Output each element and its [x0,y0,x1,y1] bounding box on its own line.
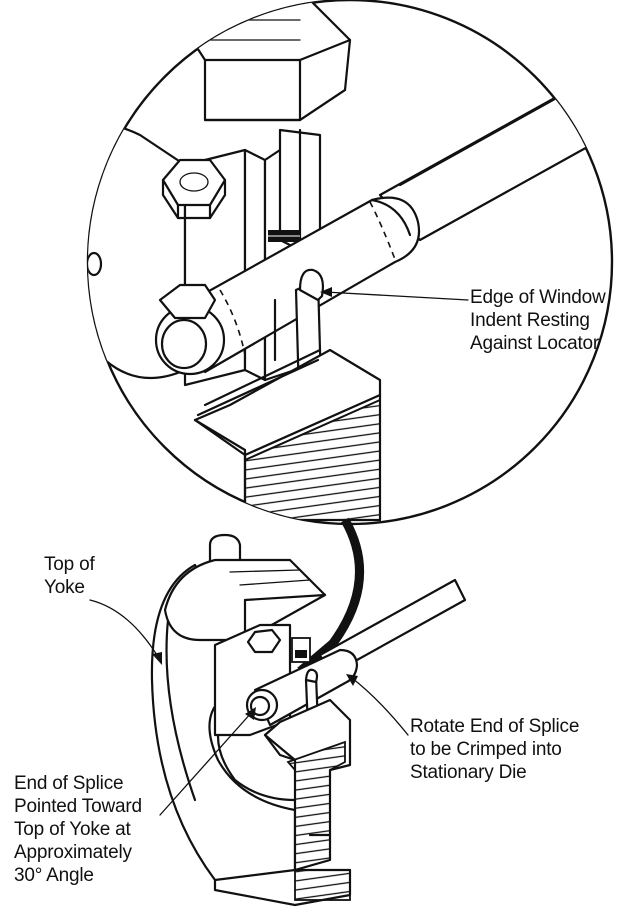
leader-window-indent [324,291,469,301]
callout-line: Indent Resting [470,310,590,331]
callout-line: Stationary Die [410,762,527,783]
splice-sleeve [173,196,421,374]
callout-line: 30° Angle [14,865,94,886]
callout-rotate-splice: Rotate End of Splice to be Crimped into … [410,715,579,784]
callout-line: Yoke [44,577,85,598]
callout-line: End of Splice [14,773,124,794]
callout-line: Pointed Toward [14,796,142,817]
yoke-hole [88,251,103,277]
magnified-detail-view [86,0,614,526]
crimp-tool-overview [150,533,467,907]
leader-rotate-splice [351,677,409,736]
yoke-frame [150,563,297,897]
callout-line: Approximately [14,842,132,863]
callout-top-of-yoke: Top of Yoke [44,553,95,599]
callout-line: Edge of Window [470,287,606,308]
callout-line: Against Locator [470,333,600,354]
callout-line: to be Crimped into [410,739,562,760]
callout-line: Rotate End of Splice [410,716,580,737]
callout-line: Top of [44,554,95,575]
callout-window-indent: Edge of Window Indent Resting Against Lo… [470,286,606,355]
leader-splice-end [159,711,253,816]
callout-splice-end: End of Splice Pointed Toward Top of Yoke… [14,772,142,887]
leader-top-of-yoke [89,599,161,661]
callout-line: Top of Yoke at [14,819,131,840]
hex-nut-overview [246,628,282,654]
